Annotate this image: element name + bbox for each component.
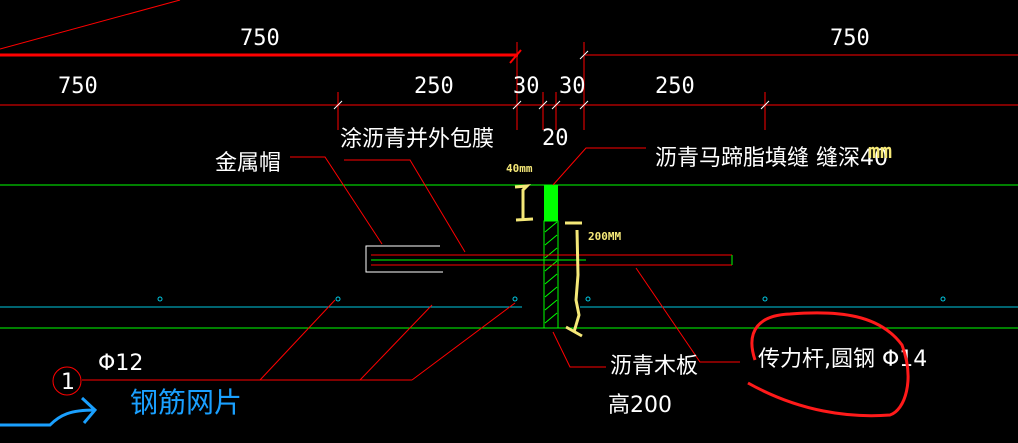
board-hatch [544, 221, 558, 324]
label-asphalt-coat: 涂沥青并外包膜 [340, 127, 494, 152]
label-board-2: 高200 [608, 393, 672, 418]
label-sealant: 沥青马蹄脂填缝 缝深40 [655, 146, 888, 171]
dim-gap-right: 30 [559, 74, 586, 99]
depth-40mm: 40mm [506, 162, 533, 175]
dim-gap-left: 30 [513, 74, 540, 99]
mesh-number: 1 [61, 370, 75, 395]
blue-arrow-icon [0, 396, 98, 427]
asphalt-board [543, 220, 559, 329]
height-bracket [565, 221, 583, 338]
dim-top-left: 750 [240, 26, 280, 51]
diagonal-line [0, 0, 181, 50]
label-board-1: 沥青木板 [610, 354, 698, 379]
label-dowel: 传力杆,圆钢 Φ14 [758, 347, 927, 372]
dim-joint-width: 20 [542, 126, 569, 151]
dim-row2-mid-left: 250 [414, 74, 454, 99]
label-metal-cap: 金属帽 [215, 151, 281, 176]
dim-row2-mid-right: 250 [655, 74, 695, 99]
dim-top-right: 750 [830, 26, 870, 51]
mesh-callout-circle [52, 366, 82, 396]
mesh-name: 钢筋网片 [130, 386, 242, 419]
sealant-fill [544, 185, 558, 221]
mesh-bar-size: Φ12 [98, 351, 143, 376]
dim-row2-left: 750 [58, 74, 98, 99]
rebar-dots [157, 296, 946, 302]
dim-ticks [333, 50, 770, 110]
metal-cap [365, 245, 443, 273]
dim-tick [509, 49, 522, 64]
leader-lines [82, 147, 740, 381]
label-sealant-unit: mm [868, 139, 892, 163]
height-200mm: 200MM [588, 230, 621, 243]
depth-bracket [514, 184, 534, 222]
highlight-circle [747, 311, 910, 418]
